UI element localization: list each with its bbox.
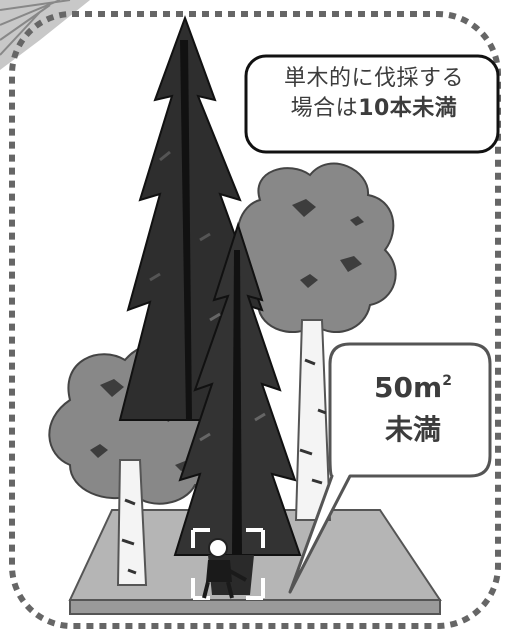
area-superscript: 2 — [442, 373, 452, 389]
tree-count-line1: 単木的に伐採する — [283, 66, 464, 91]
area-limit-text: 50m2 未満 — [338, 360, 488, 451]
area-value: 50m2 — [338, 360, 488, 409]
area-suffix: 未満 — [384, 413, 441, 446]
tree-count-line2: 場合は10本未満 — [252, 94, 496, 124]
corner-fragment — [0, 0, 90, 70]
tree-count-limit: 10本未満 — [358, 96, 458, 121]
tree-count-callout — [244, 54, 500, 154]
tree-count-prefix: 場合は — [290, 96, 359, 121]
area-callout — [288, 342, 492, 594]
dotted-border — [9, 11, 501, 629]
lumberjack-with-chainsaw-icon — [191, 528, 265, 600]
tree-count-text: 単木的に伐採する 場合は10本未満 — [252, 64, 496, 124]
area-number: 50m — [374, 371, 443, 404]
